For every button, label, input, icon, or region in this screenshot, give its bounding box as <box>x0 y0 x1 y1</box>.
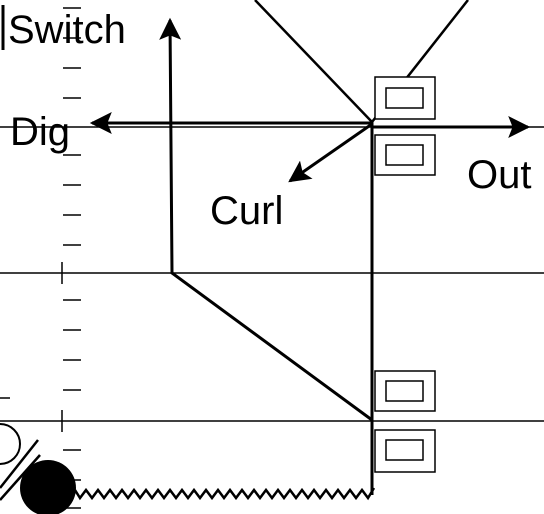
player-box-4 <box>375 430 435 472</box>
motion-zigzag <box>75 488 374 498</box>
curl-route <box>290 124 372 181</box>
player-box-2 <box>375 135 435 175</box>
diagonal-left <box>255 0 372 122</box>
player-box-1 <box>375 77 435 119</box>
label-dig: Dig <box>10 110 70 154</box>
label-switch: Switch <box>8 8 126 52</box>
label-out: Out <box>467 153 531 197</box>
player-box-3 <box>375 371 435 411</box>
ball-carrier-figure <box>0 424 76 514</box>
label-curl: Curl <box>210 189 283 233</box>
